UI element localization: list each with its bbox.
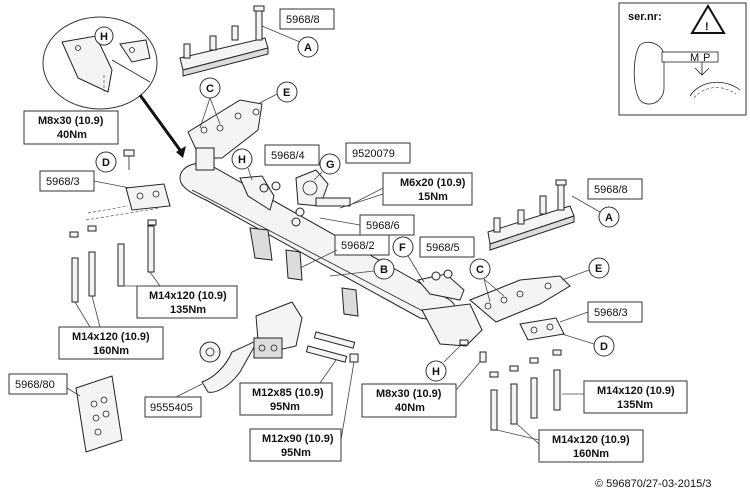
- letter-h-detail: H: [100, 31, 108, 43]
- bolts-m12: [305, 331, 359, 363]
- svg-text:A: A: [304, 42, 312, 54]
- svg-text:M14x120 (10.9): M14x120 (10.9): [597, 385, 675, 397]
- serial-label: ser.nr:: [628, 11, 662, 23]
- side-bracket-right: [469, 275, 571, 323]
- svg-text:160Nm: 160Nm: [93, 345, 129, 357]
- svg-text:5968/8: 5968/8: [594, 184, 628, 196]
- callout-g: [319, 153, 341, 175]
- svg-text:D: D: [102, 157, 110, 169]
- callout-d-left: [95, 151, 117, 173]
- bracket-h: [239, 175, 281, 211]
- svg-text:95Nm: 95Nm: [270, 401, 300, 413]
- svg-text:135Nm: 135Nm: [170, 304, 206, 316]
- bolt-m6-box: [382, 172, 473, 206]
- bolt-m14-135-left-box: [136, 285, 238, 319]
- svg-text:15Nm: 15Nm: [418, 191, 448, 203]
- bolt-m14-135-right-box: [583, 380, 688, 414]
- svg-text:H: H: [432, 366, 440, 378]
- serial-number-box: ser.nr: ! M P: [618, 2, 747, 116]
- svg-text:C: C: [476, 264, 484, 276]
- bracket-a-right: [487, 179, 575, 251]
- svg-text:M6x20 (10.9): M6x20 (10.9): [400, 177, 466, 189]
- callout-b: [373, 258, 395, 280]
- bracket-f: [417, 269, 465, 301]
- callout-e-left: [276, 81, 298, 103]
- label-box-bracket-h: [264, 144, 320, 166]
- svg-text:5968/3: 5968/3: [46, 176, 80, 188]
- plate-d-left: [125, 183, 171, 211]
- bolts-right-assembly: [459, 339, 562, 431]
- svg-text:G: G: [326, 159, 335, 171]
- callout-h-right: [425, 360, 447, 382]
- callout-f: [392, 236, 414, 258]
- svg-text:E: E: [595, 263, 602, 275]
- svg-text:C: C: [206, 83, 214, 95]
- label-box-bracket-g: [345, 142, 411, 164]
- svg-text:9520079: 9520079: [352, 148, 395, 160]
- svg-text:5968/6: 5968/6: [366, 220, 400, 232]
- plate-d-right: [519, 317, 565, 341]
- svg-text:40Nm: 40Nm: [395, 402, 425, 414]
- svg-text:M12x90 (10.9): M12x90 (10.9): [262, 433, 334, 445]
- bracket-g: [291, 169, 351, 227]
- plate-text: M: [690, 52, 699, 64]
- plate-text-2: P: [703, 52, 710, 64]
- label-box-a-top: [279, 8, 335, 30]
- copyright-footer: © 596870/27-03-2015/3: [595, 478, 711, 490]
- svg-text:M8x30 (10.9): M8x30 (10.9): [376, 388, 442, 400]
- fastener-kit-bag: [75, 375, 123, 453]
- callout-a-right: [598, 206, 620, 228]
- svg-text:95Nm: 95Nm: [281, 447, 311, 459]
- part-number-a-top: 5968/8: [286, 14, 320, 26]
- svg-text:M8x30 (10.9): M8x30 (10.9): [38, 115, 104, 127]
- side-bracket-left: [187, 99, 263, 159]
- svg-text:9555405: 9555405: [150, 402, 193, 414]
- svg-text:A: A: [605, 212, 613, 224]
- bracket-a-top: [179, 5, 269, 77]
- svg-text:5968/2: 5968/2: [341, 240, 375, 252]
- towball-assembly: [199, 301, 303, 393]
- bolt-m12x90-box: [249, 428, 342, 462]
- bolt-m8-left: [123, 149, 135, 170]
- callout-d-right: [593, 335, 615, 357]
- callout-c-right: [469, 258, 491, 280]
- svg-text:M12x85 (10.9): M12x85 (10.9): [252, 387, 324, 399]
- bolt-m8-left-box: [23, 110, 119, 145]
- bolt-m14-160-left-box: [58, 326, 164, 360]
- svg-text:!: !: [705, 21, 709, 33]
- detail-magnifier: H: [42, 16, 186, 158]
- svg-text:M14x120 (10.9): M14x120 (10.9): [552, 434, 630, 446]
- svg-text:5968/80: 5968/80: [15, 379, 55, 391]
- bolt-m8-right-box: [361, 383, 457, 418]
- svg-text:40Nm: 40Nm: [57, 129, 87, 141]
- bolt-m14-160-right-box: [538, 429, 644, 463]
- svg-text:D: D: [600, 341, 608, 353]
- callout-a-top: [297, 36, 319, 58]
- label-box-kit: [8, 373, 68, 395]
- callout-h-detail: [94, 26, 114, 46]
- svg-text:E: E: [283, 87, 290, 99]
- svg-text:135Nm: 135Nm: [617, 399, 653, 411]
- svg-text:F: F: [399, 242, 406, 254]
- svg-text:H: H: [238, 154, 246, 166]
- svg-text:160Nm: 160Nm: [573, 448, 609, 460]
- svg-text:M14x120 (10.9): M14x120 (10.9): [149, 290, 227, 302]
- svg-text:5968/5: 5968/5: [426, 242, 460, 254]
- label-box-bracket-f: [419, 236, 475, 258]
- label-box-a-right: [587, 178, 643, 200]
- bolt-m12x85-box: [239, 382, 333, 416]
- warning-icon: !: [690, 4, 726, 34]
- label-box-towball: [144, 396, 202, 418]
- svg-text:5968/4: 5968/4: [271, 150, 305, 162]
- callout-h-bracket: [231, 148, 253, 170]
- svg-text:5968/3: 5968/3: [594, 307, 628, 319]
- svg-text:B: B: [380, 264, 388, 276]
- crossbar-main: [179, 147, 483, 347]
- svg-text:M14x120 (10.9): M14x120 (10.9): [72, 331, 150, 343]
- callout-e-right: [588, 257, 610, 279]
